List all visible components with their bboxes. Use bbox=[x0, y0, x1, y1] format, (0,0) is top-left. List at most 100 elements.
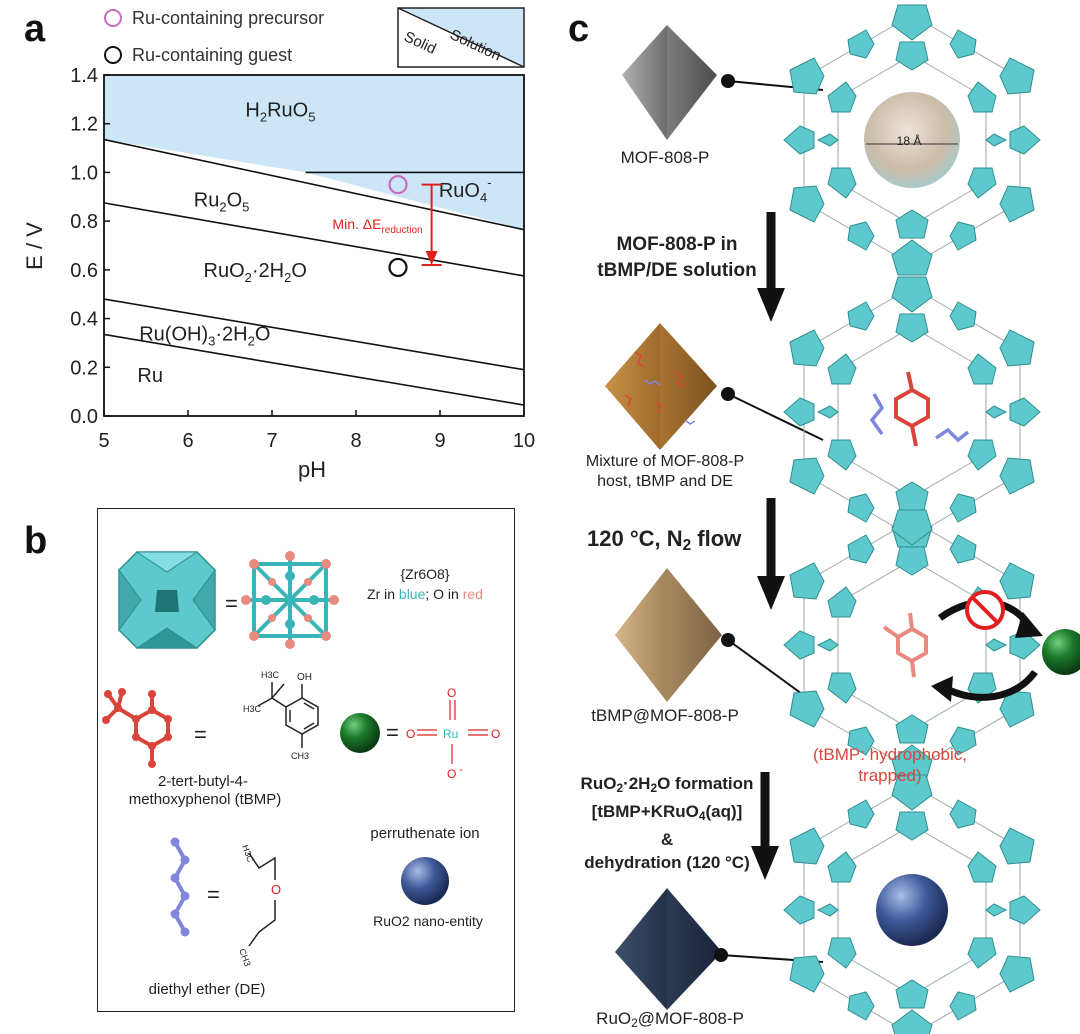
x-tick-label: 6 bbox=[182, 430, 193, 452]
tbmp-ch3-label: CH3 bbox=[291, 751, 309, 761]
tbmp-oh-label: OH bbox=[297, 672, 312, 683]
ion-o-top: O bbox=[447, 686, 456, 700]
process-arrow-2 bbox=[757, 498, 785, 610]
mof-808-p-octahedron-icon bbox=[622, 25, 717, 140]
panel-c-graphics bbox=[605, 4, 1080, 1034]
phase-boundary-2 bbox=[103, 202, 525, 277]
de-h3c-label: H3C bbox=[240, 843, 256, 864]
legend-guest-marker bbox=[104, 46, 122, 64]
tbmp-mof-label: tBMP@MOF-808-P bbox=[591, 706, 739, 725]
y-tick-label: 0.2 bbox=[70, 357, 98, 379]
process-arrow-3 bbox=[751, 772, 779, 880]
tbmp-skeletal-icon bbox=[102, 688, 172, 768]
region-label: RuO2·2H2O bbox=[204, 260, 307, 285]
prohibited-icon bbox=[965, 590, 1005, 630]
panel-c-letter: c bbox=[568, 8, 590, 50]
cluster-equals: = bbox=[225, 591, 238, 616]
de-equals: = bbox=[207, 882, 220, 907]
precursor-point bbox=[388, 175, 408, 195]
ruo4-solution-region bbox=[305, 172, 524, 230]
perruthenate-sphere-icon bbox=[340, 713, 380, 753]
region-key: Solution Solid bbox=[397, 7, 525, 68]
tbmp-mof-pointer-line bbox=[727, 639, 814, 703]
mixture-octahedron-icon bbox=[605, 323, 717, 450]
legend-guest-label: Ru-containing guest bbox=[132, 45, 292, 65]
tbmp-mof-octahedron-icon bbox=[615, 568, 722, 702]
tbmp-equals: = bbox=[194, 722, 207, 747]
phase-boundary-4 bbox=[103, 333, 525, 406]
zr-cluster-note: Zr in blue; O in red bbox=[367, 586, 483, 602]
tbmp-label-line1: 2-tert-butyl-4- bbox=[158, 773, 248, 790]
zr-cluster-formula: {Zr6O8} bbox=[400, 566, 450, 582]
x-axis-label: pH bbox=[298, 457, 326, 482]
y-tick-label: 0.8 bbox=[70, 211, 98, 233]
trapped-label: (tBMP: hydrophobic,trapped) bbox=[812, 745, 967, 785]
region-label: Ru2O5 bbox=[194, 190, 250, 215]
phase-boundary-0 bbox=[103, 138, 525, 231]
y-tick-label: 0.6 bbox=[70, 260, 98, 282]
perruthenate-ion-sphere-icon bbox=[1042, 629, 1080, 675]
pore-sphere-icon bbox=[864, 92, 960, 188]
tbmp-h3c-top-label: H3C bbox=[261, 670, 280, 680]
framework-mixture-icon bbox=[783, 276, 1041, 548]
step3-label: RuO2·2H2O formation [tBMP+KRuO4(aq)] & d… bbox=[580, 774, 754, 872]
de-label: diethyl ether (DE) bbox=[149, 981, 266, 998]
guest-point bbox=[388, 257, 408, 278]
region-label: RuO4- bbox=[439, 175, 492, 205]
step2-label: 120 °C, N2 flow bbox=[587, 526, 742, 554]
ruo2-mof-octahedron-icon bbox=[615, 888, 722, 1010]
phase-boundary-3 bbox=[103, 298, 525, 371]
ruo2-particle-icon bbox=[876, 874, 948, 946]
region-label: H2RuO5 bbox=[245, 99, 315, 124]
key-solid-label: Solid bbox=[401, 28, 438, 58]
framework-trapped-icon bbox=[783, 509, 1041, 781]
region-label: Ru bbox=[137, 365, 163, 387]
legend-precursor-marker bbox=[104, 9, 122, 27]
cluster-polyhedron-icon bbox=[118, 551, 216, 649]
delta-e-arrow-head bbox=[425, 250, 438, 265]
panel-b-letter: b bbox=[24, 520, 48, 562]
solution-region bbox=[104, 75, 524, 173]
perruthenate-structure-icon bbox=[417, 700, 488, 764]
region-label: Ru(OH)3·2H2O bbox=[139, 323, 270, 348]
tbmp-h3c-left-label: H3C bbox=[243, 704, 262, 714]
pourbaix-chart: Ru-containing precursor Ru-containing gu… bbox=[22, 7, 535, 482]
x-tick-label: 9 bbox=[434, 430, 445, 452]
x-tick-label: 5 bbox=[98, 430, 109, 452]
y-tick-label: 1.4 bbox=[70, 65, 98, 87]
panel-b-graphics: = bbox=[102, 551, 500, 998]
ruo2-nano-label: RuO2 nano-entity bbox=[373, 913, 483, 929]
tbmp-label-line2: methoxyphenol (tBMP) bbox=[129, 791, 282, 808]
ruo2-mof-label: RuO2@MOF-808-P bbox=[596, 1009, 744, 1030]
x-tick-label: 8 bbox=[350, 430, 361, 452]
perruthenate-label: perruthenate ion bbox=[370, 825, 479, 842]
perruthenate-equals: = bbox=[386, 720, 399, 745]
cluster-ball-stick-icon bbox=[241, 551, 339, 649]
panel-b-box bbox=[97, 508, 515, 1012]
x-tick-label: 10 bbox=[513, 430, 535, 452]
ion-minus: - bbox=[459, 764, 463, 776]
y-tick-label: 0.0 bbox=[70, 406, 98, 428]
ruo2-nano-entity-icon bbox=[401, 857, 449, 905]
legend-precursor-label: Ru-containing precursor bbox=[132, 8, 324, 28]
ion-ru: Ru bbox=[443, 727, 458, 741]
y-tick-label: 0.4 bbox=[70, 309, 98, 331]
process-arrow-1 bbox=[757, 212, 785, 322]
tbmp-structure-icon bbox=[257, 682, 319, 748]
y-tick-label: 1.0 bbox=[70, 162, 98, 184]
y-tick-label: 1.2 bbox=[70, 114, 98, 136]
mof-808-p-label: MOF-808-P bbox=[620, 148, 710, 167]
framework-empty-icon bbox=[783, 4, 1041, 276]
de-structure-icon bbox=[248, 852, 276, 947]
panel-a-letter: a bbox=[24, 8, 46, 50]
y-axis-label: E / V bbox=[22, 222, 47, 270]
de-oxygen-label: O bbox=[271, 882, 281, 897]
delta-e-label: Min. ΔEreduction bbox=[332, 216, 422, 236]
mixture-pointer-line bbox=[727, 393, 824, 441]
framework-ruo2-icon bbox=[783, 774, 1041, 1034]
ion-o-left: O bbox=[406, 727, 415, 741]
plot-frame bbox=[103, 74, 525, 417]
ion-o-right: O bbox=[491, 727, 500, 741]
